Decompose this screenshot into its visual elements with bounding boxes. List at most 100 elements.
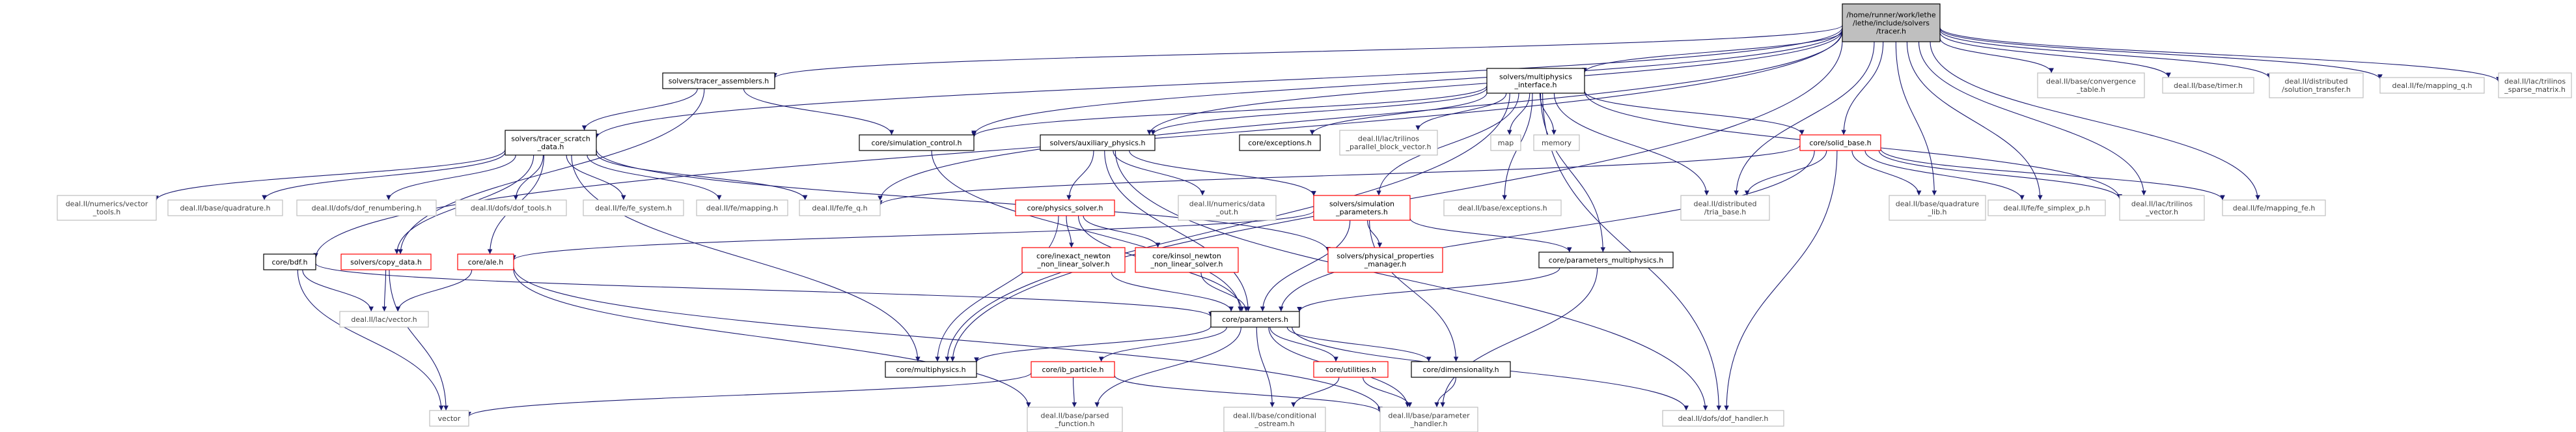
edge-simulation-parameters-to-parameters-multiphysics [1409,218,1572,253]
node-box [859,134,975,151]
node-label: core/parameters.h [1222,315,1288,324]
node-box [1135,247,1239,273]
node-mapping-q: deal.II/fe/mapping_q.h [2379,77,2485,94]
node-label: core/utilities.h [1325,366,1376,374]
node-exceptions[interactable]: core/exceptions.h [1239,134,1321,151]
node-box [1040,134,1156,151]
edge-parameters-to-conditional-ostream [1256,326,1275,408]
node-label: solvers/tracer_scratch [511,135,590,143]
node-multiphysics-interface[interactable]: solvers/multiphysics_interface.h [1486,68,1585,94]
node-multiphysics[interactable]: core/multiphysics.h [885,361,977,378]
node-tracer-assemblers[interactable]: solvers/tracer_assemblers.h [662,72,775,89]
node-tria-base: deal.II/distributed/tria_base.h [1680,195,1770,221]
node-box [2037,72,2145,98]
node-label: memory [1542,139,1572,147]
node-label: solvers/auxiliary_physics.h [1050,139,1146,147]
node-dimensionality[interactable]: core/dimensionality.h [1411,361,1511,378]
node-label: map [1498,139,1514,147]
node-label: core/ib_particle.h [1042,366,1103,374]
node-box [340,253,432,270]
node-simulation-control[interactable]: core/simulation_control.h [859,134,975,151]
node-tracer-scratch[interactable]: solvers/tracer_scratch_data.h [505,130,597,156]
node-fe-q: deal.II/fe/fe_q.h [799,199,881,216]
edge-multiphysics-interface-to-simulation-control [971,85,1488,137]
edge-physics-solver-to-kinsol-newton [1083,215,1161,248]
node-box [583,199,684,216]
node-box [2162,77,2254,94]
node-label: solvers/multiphysics [1499,73,1572,81]
node-label: deal.II/distributed [2285,78,2348,86]
node-box [662,72,775,89]
edge-tracer-to-tria-base [1734,41,1875,196]
node-mapping-fe: deal.II/fe/mapping_fe.h [2222,199,2326,216]
node-vector: vector [429,410,469,427]
node-auxiliary-physics[interactable]: solvers/auxiliary_physics.h [1040,134,1156,151]
node-label: core/dimensionality.h [1422,366,1499,374]
node-box [1987,199,2106,216]
node-box [2379,77,2485,94]
edge-parameters-to-dimensionality [1286,326,1432,362]
node-simulation-parameters[interactable]: solvers/simulation_parameters.h [1313,195,1411,221]
edge-auxiliary-physics-to-simulation-parameters [1129,150,1316,196]
node-label: _ostream.h [1254,420,1294,428]
edge-solid-base-to-fe-q [878,145,1801,206]
node-ale[interactable]: core/ale.h [457,253,514,270]
node-label: deal.II/base/conditional [1233,412,1316,420]
node-label: _lib.h [1927,208,1946,216]
node-parameters[interactable]: core/parameters.h [1210,311,1300,328]
node-label: core/multiphysics.h [896,366,965,374]
node-label: core/ale.h [468,258,504,266]
node-quadrature-lib: deal.II/base/quadrature_lib.h [1889,195,1986,221]
node-box [2269,72,2364,98]
node-lac-vector: deal.II/lac/vector.h [339,311,429,328]
edge-tracer-scratch-to-dof-tools [513,154,544,201]
edge-ib-particle-to-vector [466,372,1032,418]
node-utilities[interactable]: core/utilities.h [1313,361,1389,378]
edge-tracer-assemblers-to-simulation-control [743,88,894,136]
node-conditional-ostream: deal.II/base/conditional_ostream.h [1223,407,1326,432]
node-bdf[interactable]: core/bdf.h [263,253,316,270]
node-inexact-newton[interactable]: core/inexact_newton_non_linear_solver.h [1021,247,1126,273]
node-box [885,361,977,378]
edge-multiphysics-interface-to-multiphysics [945,93,1510,362]
edge-solid-base-to-fe-simplex-p [1864,150,2025,201]
edge-multiphysics-interface-to-solid-base [1584,91,1805,136]
node-map: map [1490,134,1521,151]
node-label: _handler.h [1410,420,1448,428]
node-parameters-multiphysics[interactable]: core/parameters_multiphysics.h [1538,252,1674,268]
node-label: _table.h [2076,85,2105,94]
node-physical-properties[interactable]: solvers/physical_properties_manager.h [1327,247,1443,273]
node-label: _function.h [1055,420,1095,428]
node-label: deal.II/lac/vector.h [351,315,417,324]
node-kinsol-newton[interactable]: core/kinsol_newton_non_linear_solver.h [1135,247,1239,273]
node-label: core/solid_base.h [1809,139,1871,147]
node-copy-data[interactable]: solvers/copy_data.h [340,253,432,270]
node-quadrature: deal.II/base/quadrature.h [167,199,283,216]
edge-bdf-to-parameters [315,263,1213,317]
edge-simulation-control-to-parameters [931,150,1243,312]
node-label: deal.II/lac/trilinos [2131,200,2193,209]
node-label: _manager.h [1364,260,1406,268]
node-label: _non_linear_solver.h [1036,260,1109,268]
node-solid-base[interactable]: core/solid_base.h [1799,134,1881,151]
node-box [2119,195,2205,221]
edge-solid-base-to-quadrature-lib [1851,150,1922,196]
node-tracer[interactable]: /home/runner/work/lethe/lethe/include/so… [1842,3,1941,42]
node-label: deal.II/dofs/dof_tools.h [471,204,551,212]
node-label: deal.II/lac/trilinos [1358,135,1419,143]
node-label: deal.II/base/quadrature.h [180,204,271,212]
node-label: vector [438,414,461,423]
node-box [263,253,316,270]
edge-tracer-assemblers-to-copy-data [398,88,705,255]
edge-dimensionality-to-parameter-handler [1434,377,1456,408]
node-label: deal.II/fe/mapping_fe.h [2233,204,2316,212]
node-label: /lethe/include/solvers [1853,19,1930,27]
node-ib-particle[interactable]: core/ib_particle.h [1031,361,1115,378]
node-dof-handler: deal.II/dofs/dof_handler.h [1662,410,1784,427]
edge-multiphysics-interface-to-tria-base [1553,93,1710,196]
node-label: deal.II/fe/fe_simplex_p.h [2003,204,2090,212]
edge-tracer-to-timer [1939,32,2171,78]
node-physics-solver[interactable]: core/physics_solver.h [1015,199,1115,216]
edge-parameters-to-multiphysics [974,326,1212,363]
